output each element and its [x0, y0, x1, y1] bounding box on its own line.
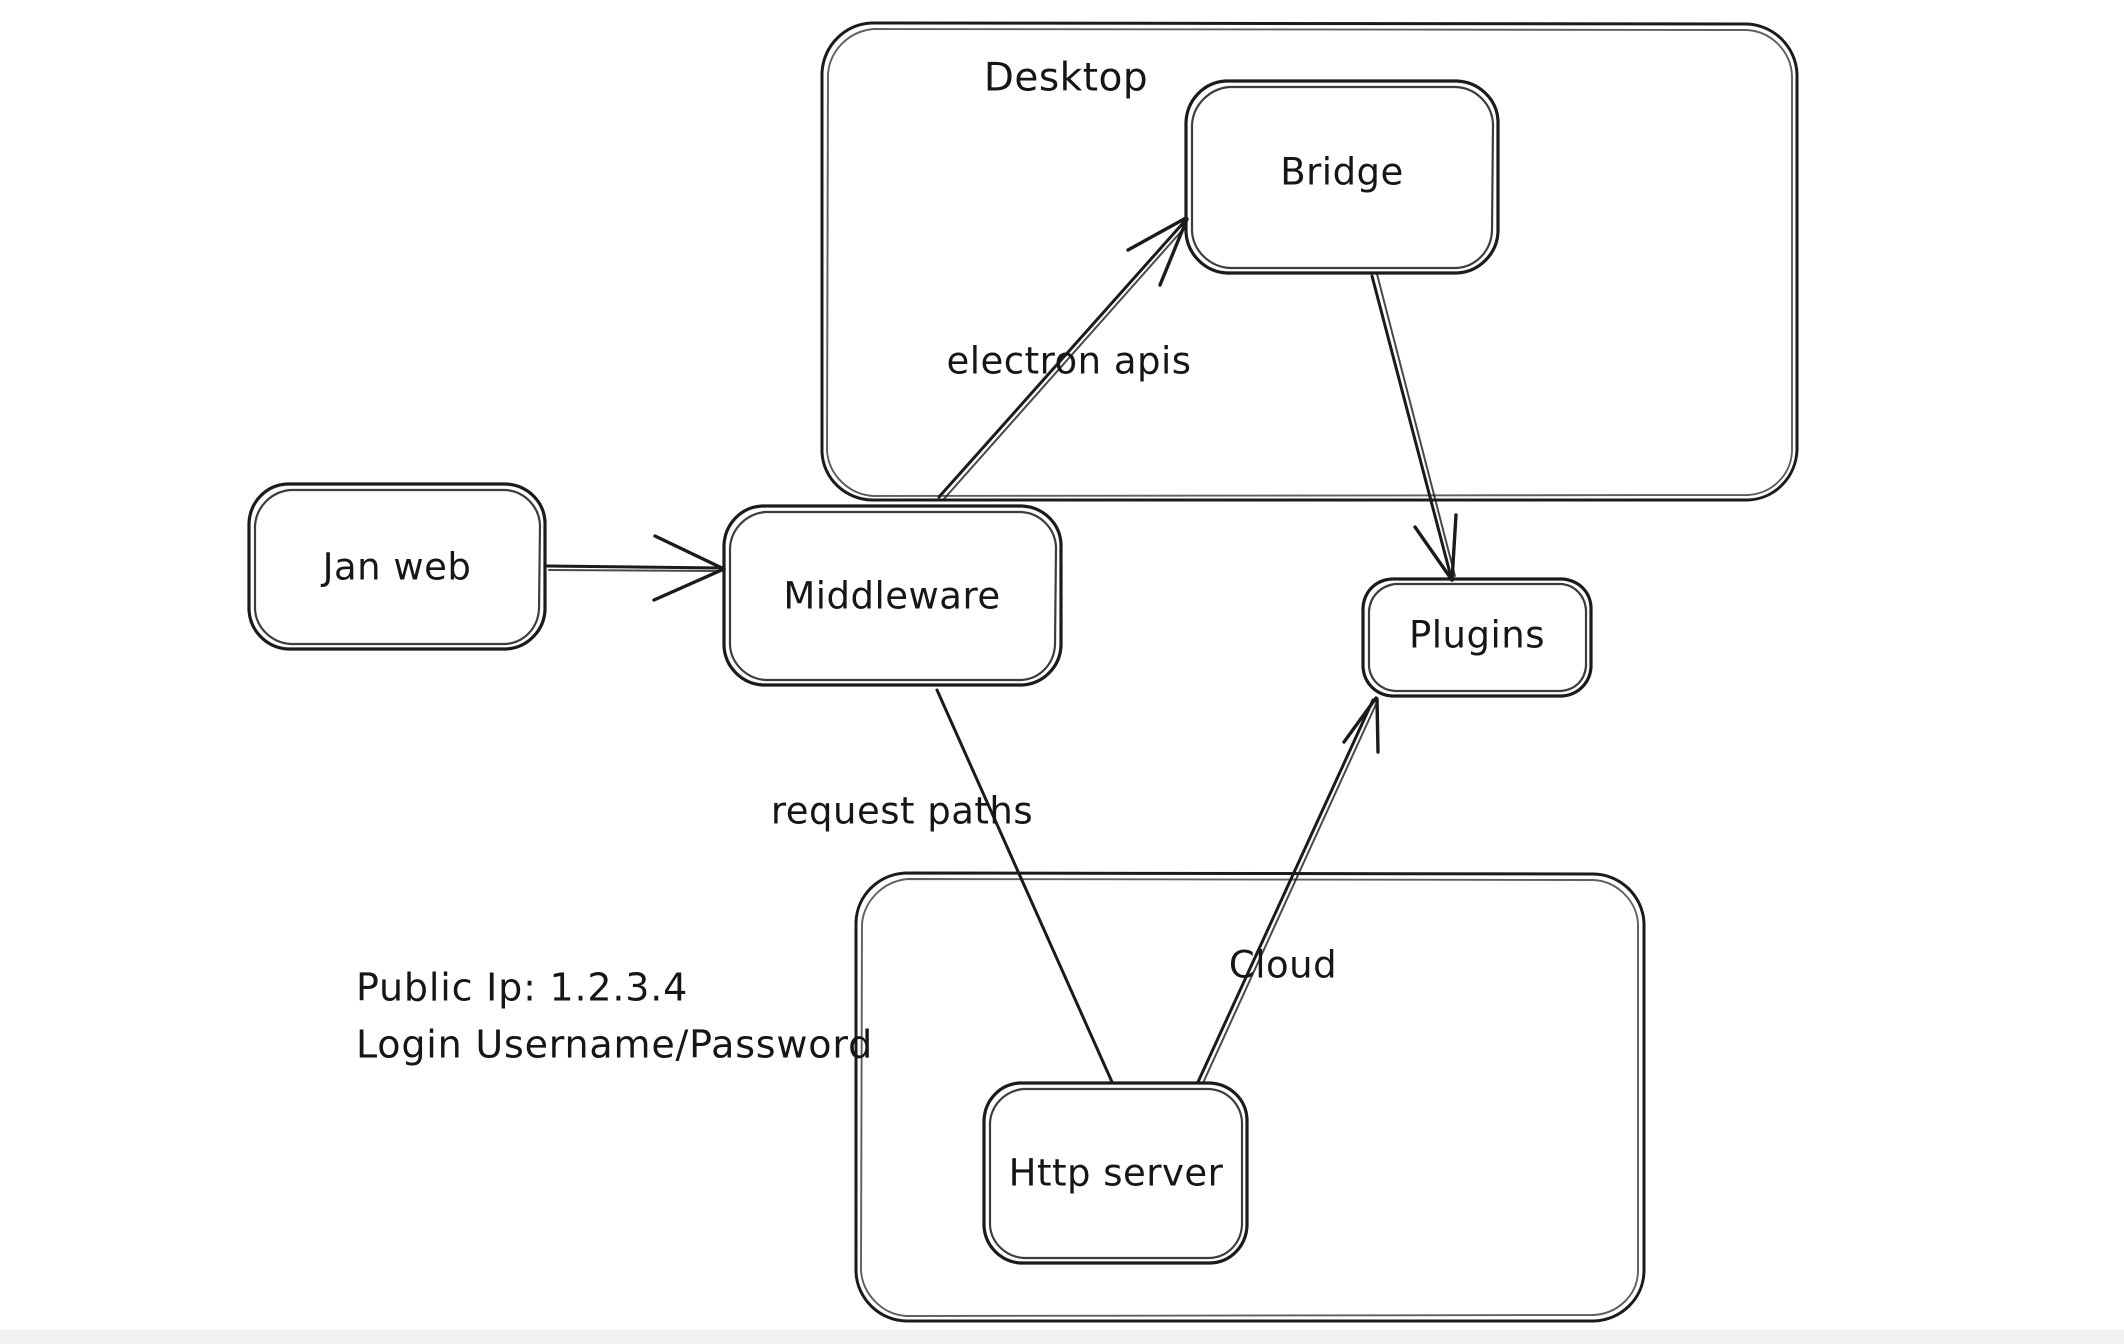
edge-bridge-to-plugins: [1370, 273, 1458, 582]
node-plugins[interactable]: Plugins: [1361, 577, 1593, 698]
node-jan-web[interactable]: Jan web: [247, 482, 547, 651]
desktop-container-outline: [820, 21, 1799, 502]
edge-label-cloud: Cloud: [1229, 944, 1337, 987]
edge-line-sketch: [1202, 701, 1378, 1084]
edge-middleware-to-bridge: electron apis: [937, 216, 1191, 501]
middleware-box-outline-sketch: [728, 510, 1058, 682]
note-line-public-ip: Public Ip: 1.2.3.4: [356, 966, 688, 1010]
edge-line: [545, 564, 724, 570]
jan-web-box-outline: [247, 482, 547, 651]
edge-httpserver-to-plugins: Cloud: [1196, 696, 1380, 1084]
edge-line-sketch: [548, 569, 721, 572]
group-desktop[interactable]: Desktop: [820, 21, 1799, 502]
arrowhead-upper: [653, 534, 726, 571]
desktop-container-outline-sketch: [826, 28, 1793, 497]
edge-line-sketch: [1376, 273, 1456, 577]
middleware-label: Middleware: [783, 575, 1000, 618]
note-public-ip: Public Ip: 1.2.3.4 Login Username/Passwo…: [356, 966, 873, 1067]
http-server-box-outline: [982, 1081, 1249, 1265]
arrowhead-left: [1413, 525, 1454, 582]
note-line-login: Login Username/Password: [356, 1023, 873, 1067]
middleware-box-outline: [722, 504, 1063, 687]
bridge-label: Bridge: [1280, 151, 1404, 194]
jan-web-box-outline-sketch: [253, 488, 542, 646]
jan-web-label: Jan web: [321, 546, 472, 589]
edge-line: [937, 220, 1186, 499]
bridge-box-outline-sketch: [1190, 85, 1495, 270]
plugins-box-outline: [1361, 577, 1593, 698]
arrowhead-right: [1375, 697, 1380, 754]
edge-middleware-to-httpserver: request paths: [771, 688, 1114, 1084]
plugins-label: Plugins: [1409, 614, 1545, 657]
arrowhead-right: [1158, 217, 1189, 287]
cloud-container-outline-sketch: [860, 878, 1639, 1317]
arrowhead-right: [1450, 513, 1458, 582]
group-cloud[interactable]: [854, 871, 1646, 1323]
bottom-strip: [0, 1330, 2124, 1344]
cloud-container-outline: [854, 871, 1646, 1323]
edge-line: [935, 688, 1114, 1084]
bridge-box-outline: [1184, 79, 1500, 275]
node-bridge[interactable]: Bridge: [1184, 79, 1500, 275]
node-middleware[interactable]: Middleware: [722, 504, 1063, 687]
edge-label-request-paths: request paths: [771, 790, 1033, 833]
arrowhead-left: [1126, 216, 1188, 252]
edge-line-sketch: [942, 225, 1187, 501]
node-http-server[interactable]: Http server: [982, 1081, 1249, 1265]
edge-janweb-to-middleware: [545, 534, 726, 602]
plugins-box-outline-sketch: [1367, 582, 1588, 693]
http-server-box-outline-sketch: [988, 1087, 1244, 1260]
http-server-label: Http server: [1009, 1152, 1224, 1195]
arrowhead-lower: [652, 567, 726, 602]
edge-line: [1370, 274, 1453, 579]
edge-line: [1196, 698, 1375, 1084]
desktop-group-label: Desktop: [984, 56, 1148, 101]
edge-label-electron-apis: electron apis: [946, 340, 1191, 383]
arrowhead-left: [1342, 696, 1378, 744]
